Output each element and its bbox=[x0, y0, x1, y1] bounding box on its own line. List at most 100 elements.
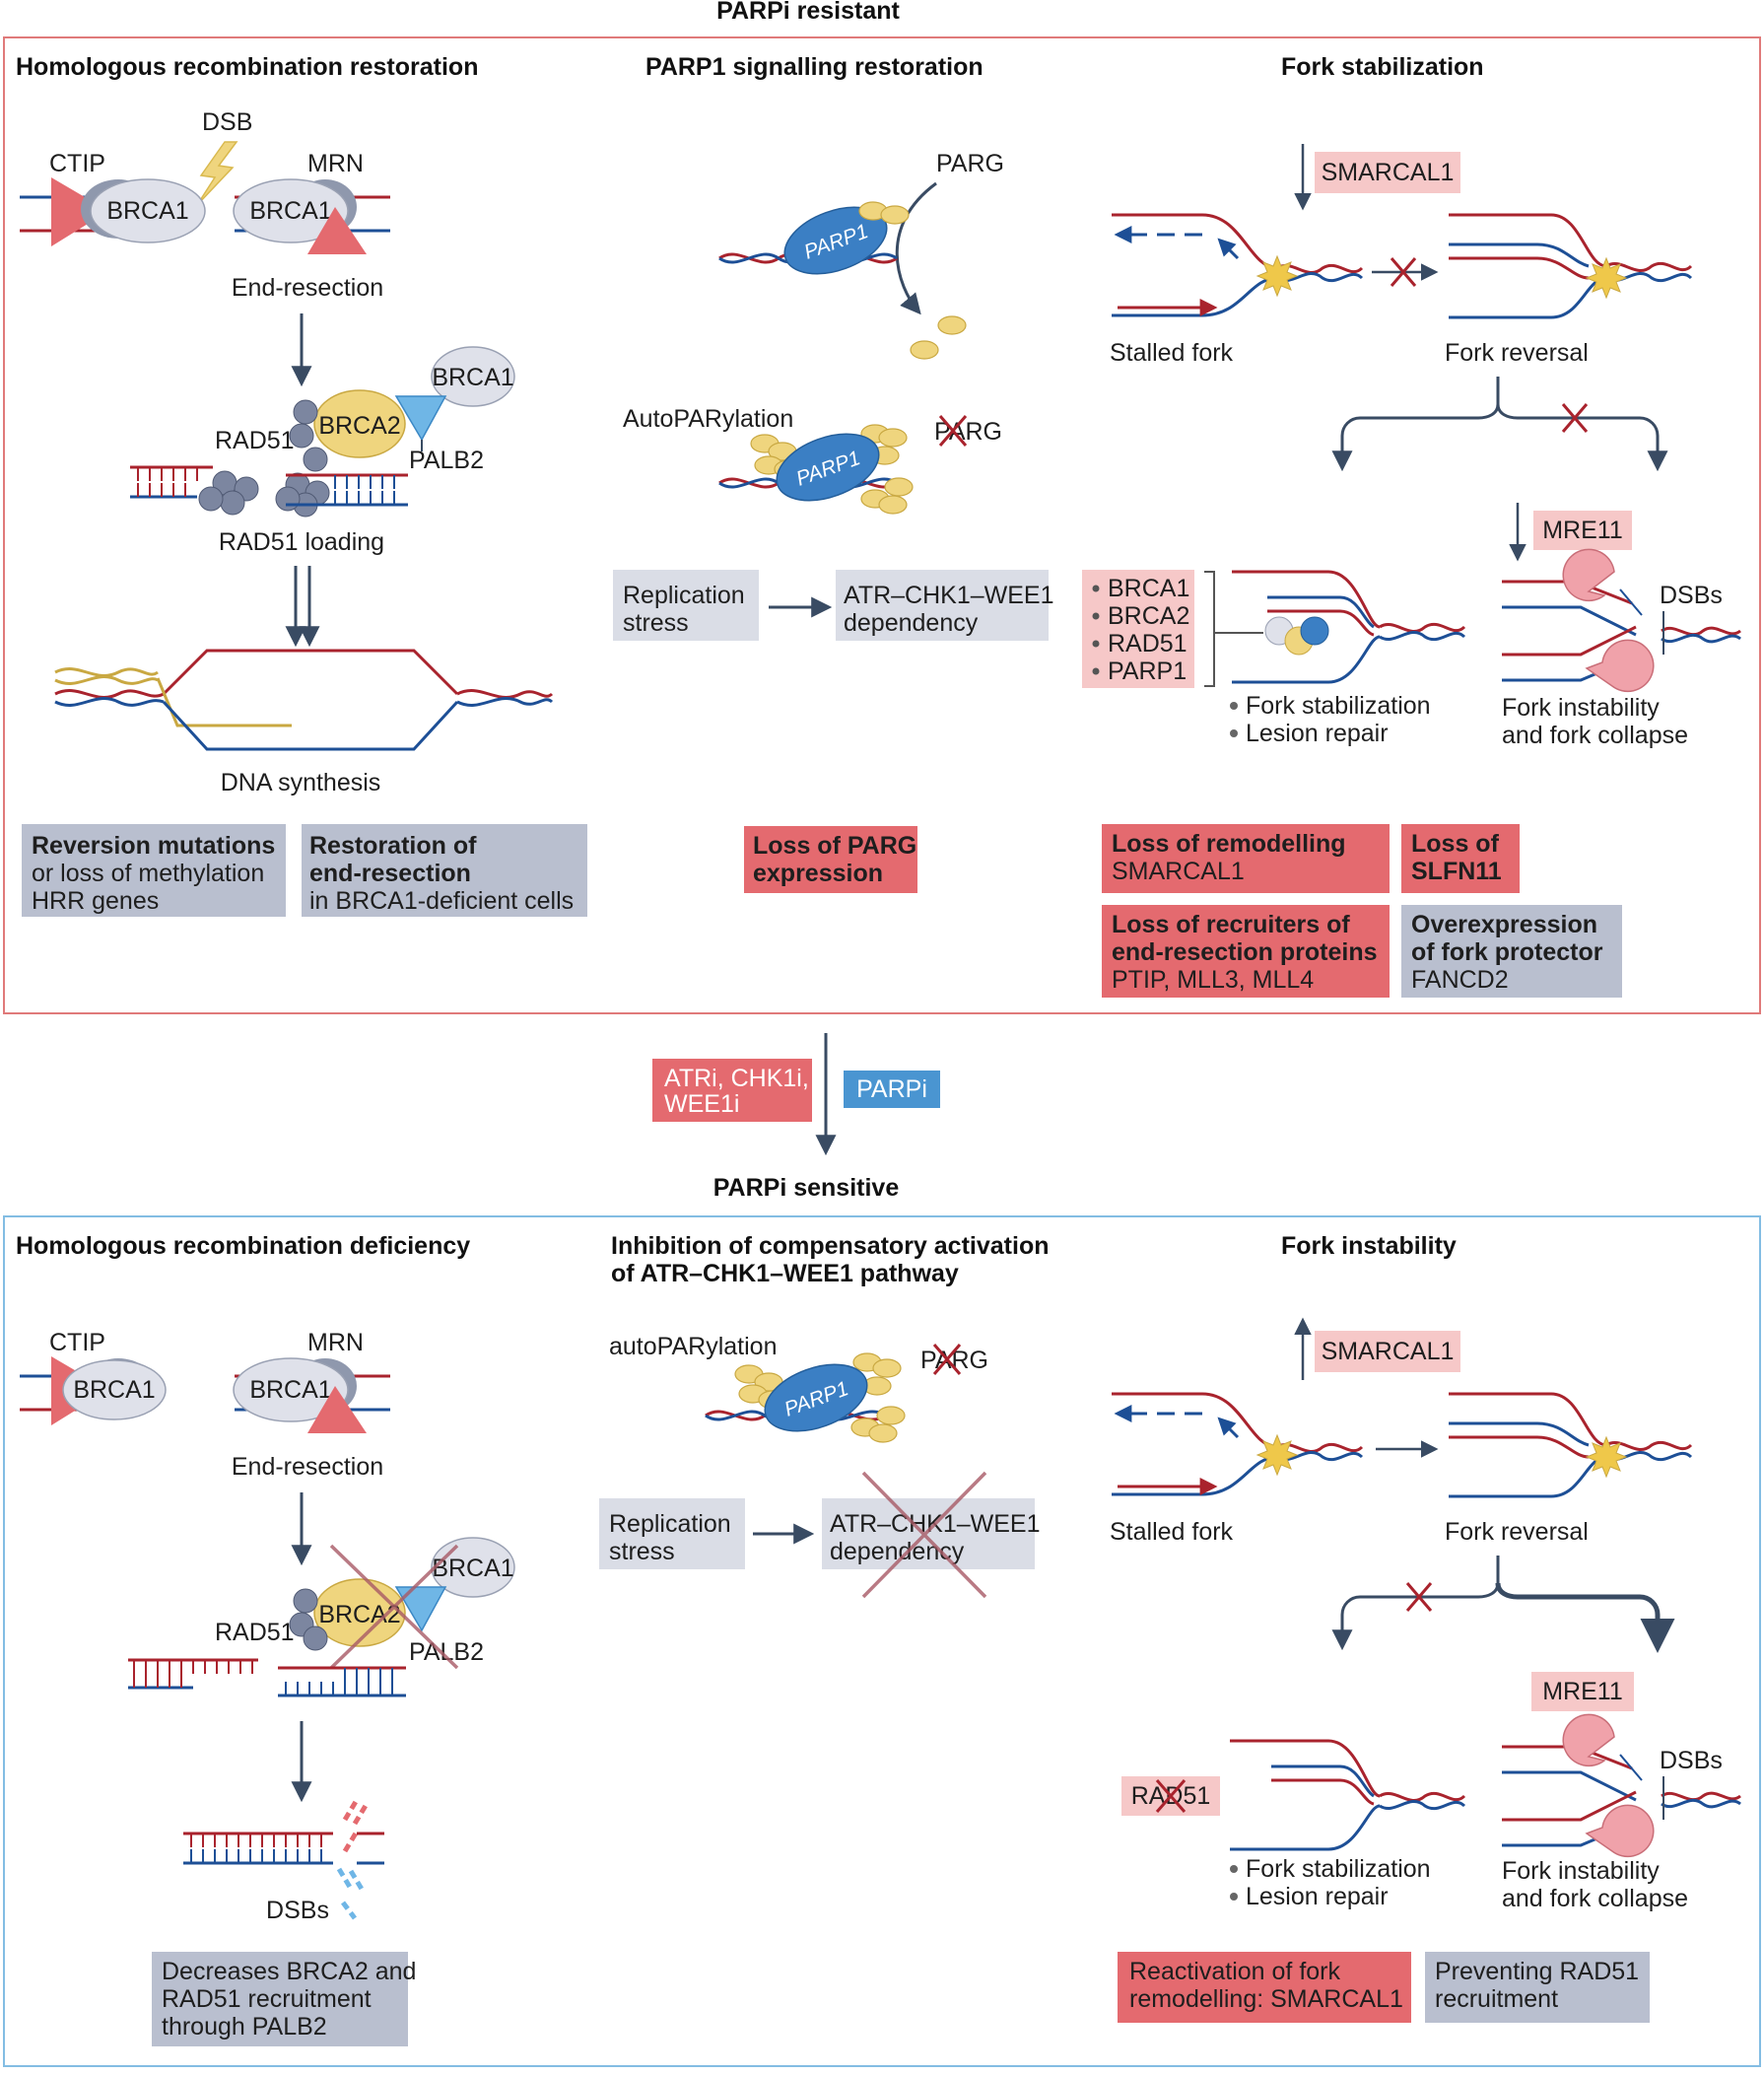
end-resection-label: End-resection bbox=[232, 274, 383, 302]
rad51-cluster-b bbox=[289, 1588, 328, 1651]
parg-cross-icon bbox=[938, 415, 968, 447]
atr-dependency-box-b bbox=[822, 1498, 1035, 1569]
ssdna-right bbox=[286, 473, 408, 507]
fork-instability-b-line2: and fork collapse bbox=[1502, 1885, 1688, 1912]
fork-reversal-label-b: Fork reversal bbox=[1445, 1518, 1589, 1546]
fork-stabilization-bullet: Fork stabilization bbox=[1246, 692, 1431, 720]
smarcal1-label: SMARCAL1 bbox=[1322, 159, 1455, 186]
dna-synthesis-label: DNA synthesis bbox=[221, 769, 381, 796]
fork-reversal-label: Fork reversal bbox=[1445, 339, 1589, 367]
decreases-brca2-line1: Decreases BRCA2 and bbox=[162, 1958, 416, 1985]
fork-protector-list: BRCA1 BRCA2 RAD51 PARP1 bbox=[1092, 575, 1189, 685]
ctip-protein-b2 bbox=[307, 1386, 367, 1433]
brca1-protein-2 bbox=[233, 178, 349, 243]
overexpression-line1: Overexpression bbox=[1411, 911, 1597, 938]
loss-of-parg-box bbox=[744, 826, 917, 893]
bullet-dot bbox=[1230, 1865, 1238, 1873]
drugs-line1: ATRi, CHK1i, bbox=[664, 1065, 809, 1092]
dsbs-label-b: DSBs bbox=[266, 1897, 329, 1924]
fork-instability-section: Fork instability SMARCAL1 Stalled fork F… bbox=[1110, 1232, 1741, 2023]
loss-slfn11-line1: Loss of bbox=[1411, 830, 1500, 858]
par-chains-top bbox=[858, 201, 967, 360]
palb2-label: PALB2 bbox=[409, 447, 484, 474]
loss-remodelling-box bbox=[1102, 824, 1390, 893]
drugs-line2: WEE1i bbox=[664, 1090, 739, 1118]
parg-label: PARG bbox=[936, 150, 1004, 177]
reversal-cross-icon bbox=[1390, 257, 1417, 287]
replication-stress-box bbox=[613, 570, 759, 641]
protector-bracket bbox=[1204, 571, 1263, 687]
brca1-protein-b bbox=[62, 1359, 167, 1420]
dsbs-label-b-fork: DSBs bbox=[1660, 1747, 1723, 1774]
fork-instability-b-line1: Fork instability bbox=[1502, 1857, 1660, 1885]
ctip-protein-2 bbox=[307, 207, 367, 254]
sensitive-title: PARPi sensitive bbox=[713, 1174, 900, 1202]
decreases-brca2-box bbox=[152, 1952, 408, 2046]
loss-slfn11-line2: SLFN11 bbox=[1411, 858, 1502, 885]
bullet-dot bbox=[1230, 1893, 1238, 1901]
stalled-fork-label-b: Stalled fork bbox=[1110, 1518, 1234, 1546]
decreases-brca2-line3: through PALB2 bbox=[162, 2013, 327, 2040]
parp1-enzyme-2 bbox=[776, 433, 880, 502]
loss-of-parg-line1: Loss of PARG bbox=[753, 832, 916, 860]
overexpression-line3: FANCD2 bbox=[1411, 966, 1509, 994]
loss-slfn11-box bbox=[1401, 824, 1520, 893]
replication-stress-line1: Replication bbox=[623, 582, 745, 609]
overexpression-line2: of fork protector bbox=[1411, 938, 1603, 966]
restoration-box bbox=[302, 824, 587, 917]
dsb-lightning-icon bbox=[196, 141, 238, 206]
sensitive-panel bbox=[3, 1215, 1761, 2067]
atr-inhibition-header-line2: of ATR–CHK1–WEE1 pathway bbox=[611, 1260, 959, 1287]
parg-arrow bbox=[895, 181, 937, 315]
rad51-cluster bbox=[198, 399, 330, 518]
protector-item: PARP1 bbox=[1108, 657, 1187, 685]
rad51-loading-label: RAD51 loading bbox=[219, 528, 384, 556]
brca1-protein bbox=[90, 178, 206, 243]
brca1-label-2: BRCA1 bbox=[249, 197, 331, 225]
decreases-brca2-line2: RAD51 recruitment bbox=[162, 1985, 372, 2013]
resistant-title: PARPi resistant bbox=[716, 0, 900, 25]
brca1-protein-b2 bbox=[233, 1357, 349, 1422]
mre11-nuclease-icon-2 bbox=[1585, 639, 1655, 693]
lesion-star-icon bbox=[1255, 254, 1299, 298]
mre11-label-b: MRE11 bbox=[1542, 1678, 1623, 1705]
palb2-label-b: PALB2 bbox=[409, 1638, 484, 1666]
replication-stress-b-line2: stress bbox=[609, 1538, 675, 1565]
atr-inhibition-header-line1: Inhibition of compensatory activation bbox=[611, 1232, 1049, 1260]
lesion-repair-bullet-b: Lesion repair bbox=[1246, 1883, 1389, 1910]
palb2-protein bbox=[394, 395, 447, 442]
replication-stress-b-line1: Replication bbox=[609, 1510, 731, 1538]
mre11-tag-b bbox=[1531, 1672, 1634, 1711]
ctip-label: CTIP bbox=[49, 150, 105, 177]
mre11-nuclease-icon-b2 bbox=[1585, 1804, 1655, 1858]
replication-stress-line2: stress bbox=[623, 609, 689, 637]
brca2-palb2-cross-icon bbox=[329, 1544, 459, 1670]
smarcal1-tag-b bbox=[1315, 1331, 1460, 1372]
smarcal1-label-b: SMARCAL1 bbox=[1322, 1338, 1455, 1365]
parp1-enzyme bbox=[783, 206, 888, 275]
ssdna-left bbox=[130, 465, 213, 499]
protector-item: RAD51 bbox=[1108, 630, 1187, 657]
broken-dna-b bbox=[183, 1798, 384, 1920]
fork-stabilization-section: Fork stabilization SMARCAL1 Stalled fork… bbox=[1082, 53, 1741, 998]
autoparylation-label-b: autoPARylation bbox=[609, 1333, 777, 1360]
fork-stabilization-header: Fork stabilization bbox=[1281, 53, 1484, 81]
brca1-label: BRCA1 bbox=[106, 197, 188, 225]
parpi-tag bbox=[844, 1071, 940, 1108]
branch-arrows bbox=[1331, 377, 1668, 472]
smarcal1-tag bbox=[1315, 152, 1460, 193]
atr-dependency-line1: ATR–CHK1–WEE1 bbox=[844, 582, 1054, 609]
brca2-label: BRCA2 bbox=[318, 412, 400, 440]
parp1-restoration-section: PARP1 signalling restoration PARG PARP1 … bbox=[613, 53, 1054, 893]
rad51-label-b: RAD51 bbox=[215, 1619, 295, 1646]
preventing-rad51-line2: recruitment bbox=[1435, 1985, 1558, 2013]
fork-protector-list-box bbox=[1082, 570, 1194, 688]
palb2-protein-b bbox=[394, 1586, 447, 1632]
hr-deficiency-section: Homologous recombination deficiency CTIP… bbox=[16, 1232, 515, 2046]
brca1-protein-3 bbox=[431, 346, 515, 407]
mre11-nuclease-icon bbox=[1562, 548, 1615, 602]
brca1-label-b2: BRCA1 bbox=[249, 1376, 331, 1404]
restoration-box-line2: end-resection bbox=[309, 860, 471, 887]
